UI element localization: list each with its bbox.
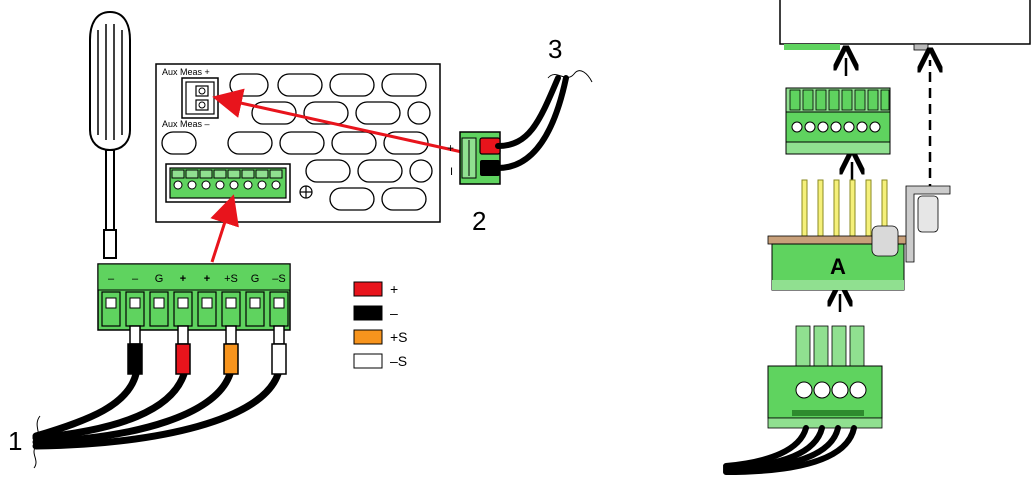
instrument-housing bbox=[779, 0, 1031, 51]
four-pin-plug bbox=[767, 325, 883, 429]
cable-break-icon bbox=[547, 70, 593, 83]
pin-label-5: + bbox=[204, 273, 210, 285]
pin-label-2: – bbox=[132, 273, 139, 285]
legend-label-plus: + bbox=[390, 281, 398, 297]
legend-label-minus: – bbox=[390, 305, 398, 321]
aux-connector-minus-label: I bbox=[450, 166, 453, 178]
legend-label-minus-sense: –S bbox=[390, 353, 407, 369]
wire-sleeves bbox=[127, 325, 287, 375]
mounting-screw-icon bbox=[871, 185, 951, 263]
pin-label-7: G bbox=[251, 273, 260, 285]
pin-label-3: G bbox=[155, 273, 164, 285]
callout-1: 1 bbox=[8, 426, 22, 456]
insert-arrow-terminal bbox=[210, 194, 239, 263]
header-plug bbox=[785, 87, 891, 155]
wire-break-icon bbox=[33, 415, 41, 469]
aux-connector: + I bbox=[447, 131, 501, 185]
aux-cable bbox=[495, 75, 569, 171]
pin-label-4: + bbox=[180, 273, 186, 285]
aux-meas-plus-label: Aux Meas + bbox=[162, 67, 210, 77]
aux-connector-plus-label: + bbox=[447, 141, 454, 155]
terminal-plug: – – G + + +S G –S bbox=[97, 263, 291, 331]
aux-meas-socket bbox=[181, 77, 219, 119]
callout-a: A bbox=[830, 254, 846, 279]
legend-label-plus-sense: +S bbox=[390, 329, 408, 345]
pin-label-8: –S bbox=[272, 273, 285, 285]
four-pin-cable bbox=[723, 425, 857, 475]
rear-panel: Aux Meas + Aux Meas – bbox=[155, 63, 441, 223]
legend-swatch-plus bbox=[353, 281, 383, 297]
wire-color-legend: + – +S –S bbox=[353, 281, 408, 369]
wire-bundle bbox=[32, 370, 282, 450]
pin-label-6: +S bbox=[224, 273, 238, 285]
legend-swatch-minus bbox=[353, 305, 383, 321]
callout-2: 2 bbox=[472, 206, 486, 236]
legend-swatch-plus-sense bbox=[353, 329, 383, 345]
ground-symbol-icon bbox=[299, 185, 313, 199]
screwdriver-icon bbox=[89, 10, 131, 259]
callout-3: 3 bbox=[548, 34, 562, 64]
aux-meas-minus-label: Aux Meas – bbox=[162, 119, 210, 129]
pin-label-1: – bbox=[108, 273, 115, 285]
panel-terminal-socket bbox=[165, 163, 291, 203]
insert-arrow-aux bbox=[212, 88, 481, 158]
legend-swatch-minus-sense bbox=[353, 353, 383, 369]
